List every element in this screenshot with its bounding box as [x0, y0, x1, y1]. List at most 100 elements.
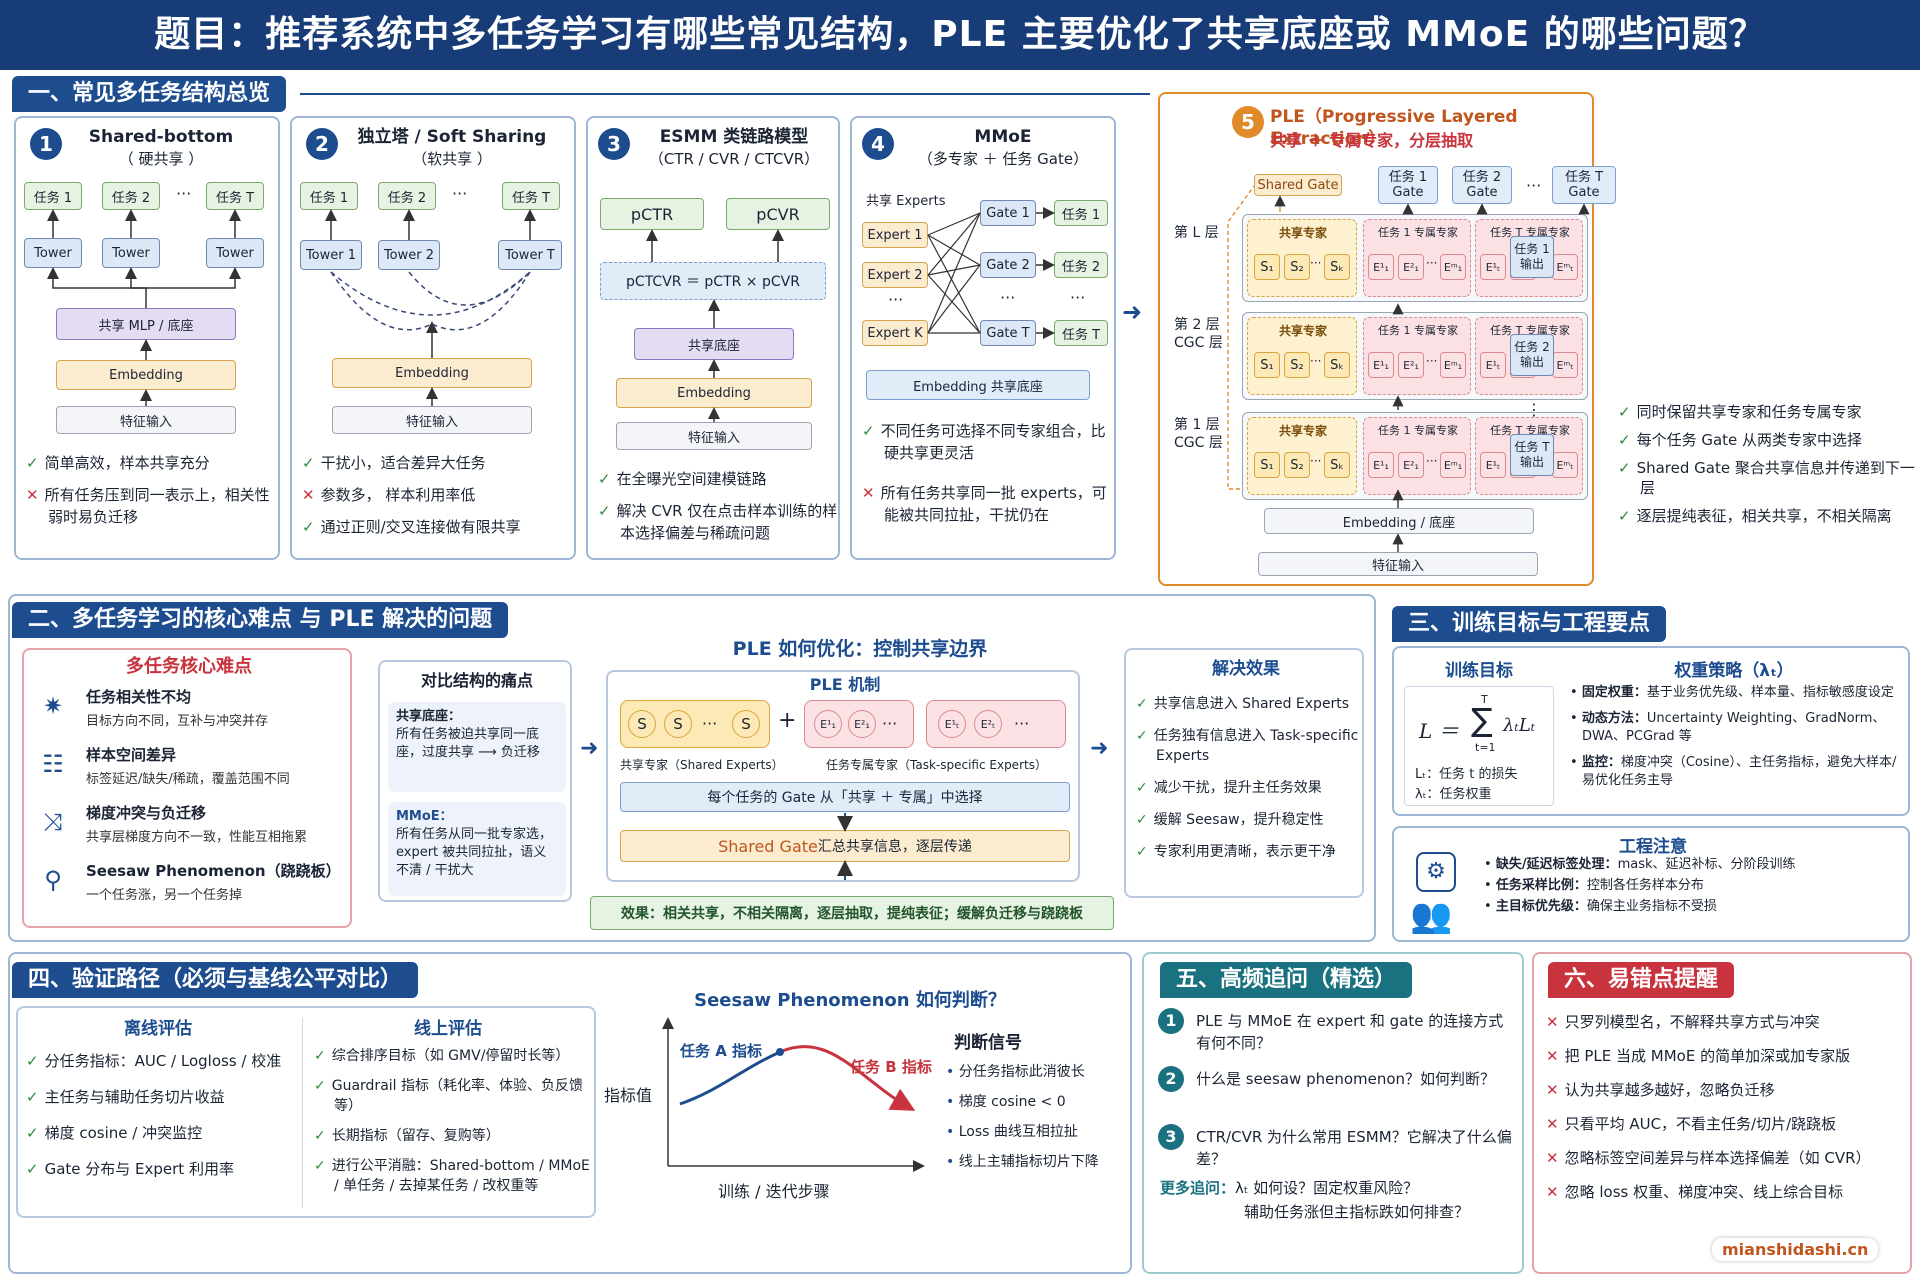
- card2-arrows: [325, 209, 536, 406]
- bullet-icon: •: [946, 1064, 959, 1080]
- signal-list: • 分任务指标此消彼长• 梯度 cosine < 0• Loss 曲线互相拉扯•…: [946, 1060, 1126, 1180]
- list-item: ✓减少干扰，提升主任务效果: [1136, 778, 1360, 798]
- mech-taskT-expert: E¹ₜ: [938, 710, 966, 738]
- mistake-text: 忽略标签空间差异与样本选择偏差（如 CVR）: [1564, 1149, 1871, 1167]
- weight-item: • 动态方法：Uncertainty Weighting、GradNorm、DW…: [1570, 710, 1906, 746]
- pain-shared-bottom: 共享底座：所有任务被迫共享同一底座，过度共享 ⟶ 负迁移: [388, 702, 566, 792]
- check-icon: ✓: [1618, 403, 1631, 421]
- ple-side-note: ✓ 同时保留共享专家和任务专属专家: [1618, 402, 1916, 422]
- mistake-item: ✕只看平均 AUC，不看主任务/切片/跷跷板: [1546, 1112, 1906, 1136]
- ple-task1-expert: E¹₁: [1368, 352, 1394, 378]
- signal-item: • 分任务指标此消彼长: [946, 1060, 1126, 1084]
- mech-arrows: [837, 813, 853, 880]
- engineering-list: • 缺失/延迟标签处理：mask、延迟补标、分阶段训练• 任务采样比例：控制各任…: [1484, 856, 1904, 919]
- shuffle-icon: ⤨: [43, 808, 63, 836]
- engineering-title: 工程注意: [1619, 837, 1687, 857]
- list-text: 分任务指标：AUC / Logloss / 校准: [44, 1052, 282, 1070]
- ple-optimize-title: PLE 如何优化：控制共享边界: [732, 638, 988, 660]
- card-mmoe: 4 MMoE （多专家 ＋ 任务 Gate） 共享 Experts Expert…: [850, 116, 1116, 560]
- card4-task2: 任务 2: [1054, 252, 1108, 278]
- list-text: 任务独有信息进入 Task-specific Experts: [1153, 728, 1359, 764]
- hard-title: Seesaw Phenomenon（跷跷板）: [86, 862, 341, 880]
- card4-gate2: Gate 2: [980, 252, 1036, 278]
- card4-gate1: Gate 1: [980, 200, 1036, 226]
- weight-strategy-title: 权重策略（λₜ）: [1674, 661, 1794, 681]
- section6-heading: 六、易错点提醒: [1548, 962, 1735, 998]
- check-icon: ✓: [314, 1158, 326, 1174]
- section1-heading: 一、常见多任务结构总览: [12, 76, 287, 112]
- pain-mmoe: MMoE：所有任务从同一批专家选，expert 被共同拉扯，语义不清 / 干扰大: [388, 802, 566, 896]
- check-icon: ✓: [26, 1052, 39, 1070]
- list-icon: ☷: [42, 750, 64, 778]
- card3-pro: ✓在全曝光空间建模链路: [598, 470, 767, 488]
- card-soft-sharing: 2 独立塔 / Soft Sharing （软共享 ） 任务 1 任务 2 ··…: [290, 116, 576, 560]
- followup-number: 1: [1158, 1008, 1184, 1034]
- hard-title: 任务相关性不均: [86, 688, 192, 706]
- card4-task1: 任务 1: [1054, 200, 1108, 226]
- eng-bold: 任务采样比例：: [1495, 878, 1587, 893]
- ple-task-output: 任务 1 输出: [1510, 236, 1554, 278]
- ple-taskT-expert: E¹ₜ: [1480, 352, 1506, 378]
- mech-dots: ···: [882, 714, 898, 733]
- results-title: 解决效果: [1212, 659, 1280, 679]
- card4-expert-dots: ···: [888, 290, 904, 309]
- card-shared-bottom: 1 Shared-bottom （ 硬共享 ） 任务 1 任务 2 ··· 任务…: [14, 116, 280, 560]
- ple-shared-expert: Sₖ: [1324, 452, 1350, 478]
- ple-dots: ···: [1426, 454, 1438, 468]
- ple-task1-expert: E²₁: [1398, 352, 1424, 378]
- hard-title: 梯度冲突与负迁移: [86, 804, 207, 822]
- ple-subtitle: 共享 ＋ 专属专家，分层抽取: [1270, 131, 1474, 150]
- team-icon: 👥: [1410, 896, 1453, 936]
- signal-text: 梯度 cosine < 0: [958, 1094, 1066, 1110]
- check-icon: ✓: [1618, 431, 1631, 449]
- bullet-icon: •: [1570, 711, 1582, 726]
- followup-number: 3: [1158, 1124, 1184, 1150]
- signal-text: 线上主辅指标切片下降: [958, 1154, 1099, 1170]
- seesaw-ylabel: 指标值: [604, 1086, 653, 1105]
- list-item: ✓综合排序目标（如 GMV/停留时长等）: [314, 1046, 594, 1066]
- eng-item: • 缺失/延迟标签处理：mask、延迟补标、分阶段训练: [1484, 856, 1904, 873]
- weight-strategy-list: • 固定权重：基于业务优先级、样本量、指标敏感度设定• 动态方法：Uncerta…: [1570, 684, 1906, 798]
- check-icon: ✓: [1136, 780, 1148, 796]
- ple-mechanism-panel: PLE 机制 + 共享专家（Shared Experts） 任务专属专家（Tas…: [606, 670, 1080, 882]
- ple-side-note: ✓ 每个任务 Gate 从两类专家中选择: [1618, 430, 1916, 450]
- mech-task1-expert: E²₁: [848, 710, 876, 738]
- ple-task1-expert: E¹₁: [1368, 452, 1394, 478]
- hard-desc: 一个任务涨，另一个任务掉: [86, 888, 243, 903]
- check-icon: ✓: [1136, 812, 1148, 828]
- hard-desc: 标签延迟/缺失/稀疏，覆盖范围不同: [86, 772, 290, 787]
- cross-icon: ✕: [1546, 1183, 1559, 1201]
- watermark: mianshidashi.cn: [1712, 1238, 1879, 1261]
- check-icon: ✓: [1136, 844, 1148, 860]
- training-objective-panel: 训练目标 L ＝ T ∑ t=1 λₜLₜ Lₜ：任务 t 的损失 λₜ：任务权…: [1392, 646, 1910, 816]
- ple-task1-label: 任务 1 专属专家: [1378, 424, 1458, 437]
- evaluation-panel: 离线评估 线上评估 ✓分任务指标：AUC / Logloss / 校准✓主任务与…: [16, 1006, 596, 1218]
- ple-layer-1: 第 1 层 CGC 层: [1174, 417, 1223, 451]
- mech-shared-expert: S: [628, 710, 656, 738]
- mistake-item: ✕忽略标签空间差异与样本选择偏差（如 CVR）: [1546, 1146, 1906, 1170]
- weight-desc: 基于业务优先级、样本量、指标敏感度设定: [1646, 685, 1894, 700]
- loss-formula: L ＝ T ∑ t=1 λₜLₜ Lₜ：任务 t 的损失 λₜ：任务权重: [1404, 686, 1554, 806]
- section6-frame: [1532, 952, 1912, 1274]
- signal-item: • 梯度 cosine < 0: [946, 1090, 1126, 1114]
- followup-text: PLE 与 MMoE 在 expert 和 gate 的连接方式有何不同？: [1196, 1012, 1504, 1052]
- ple-taskT-expert: E¹ₜ: [1480, 452, 1506, 478]
- mech-shared-expert: S: [732, 710, 760, 738]
- ple-shared-expert: S₂: [1284, 452, 1310, 478]
- eng-bold: 缺失/延迟标签处理：: [1495, 857, 1618, 872]
- card2-number-badge: 2: [306, 128, 338, 160]
- online-title: 线上评估: [414, 1019, 482, 1039]
- arrow-mech-to-result: ➜: [1090, 736, 1109, 761]
- weight-item: • 监控：梯度冲突（Cosine）、主任务指标，避免大样本/易优化任务主导: [1570, 754, 1906, 790]
- ple-feature-input: 特征输入: [1258, 552, 1538, 576]
- list-text: 综合排序目标（如 GMV/停留时长等）: [331, 1048, 570, 1064]
- card4-experts-label: 共享 Experts: [866, 194, 946, 209]
- mistake-item: ✕忽略 loss 权重、梯度冲突、线上综合目标: [1546, 1180, 1906, 1204]
- cross-icon: ✕: [1546, 1047, 1559, 1065]
- ple-side-text: 每个任务 Gate 从两类专家中选择: [1636, 431, 1863, 449]
- ple-taskT-label: 任务 T 专属专家: [1490, 226, 1570, 239]
- ple-side-text: 同时保留共享专家和任务专属专家: [1636, 403, 1862, 421]
- card3-arrows: [646, 229, 784, 422]
- ple-taskT-expert: Eᵐₜ: [1552, 452, 1578, 478]
- list-item: ✓主任务与辅助任务切片收益: [26, 1082, 296, 1112]
